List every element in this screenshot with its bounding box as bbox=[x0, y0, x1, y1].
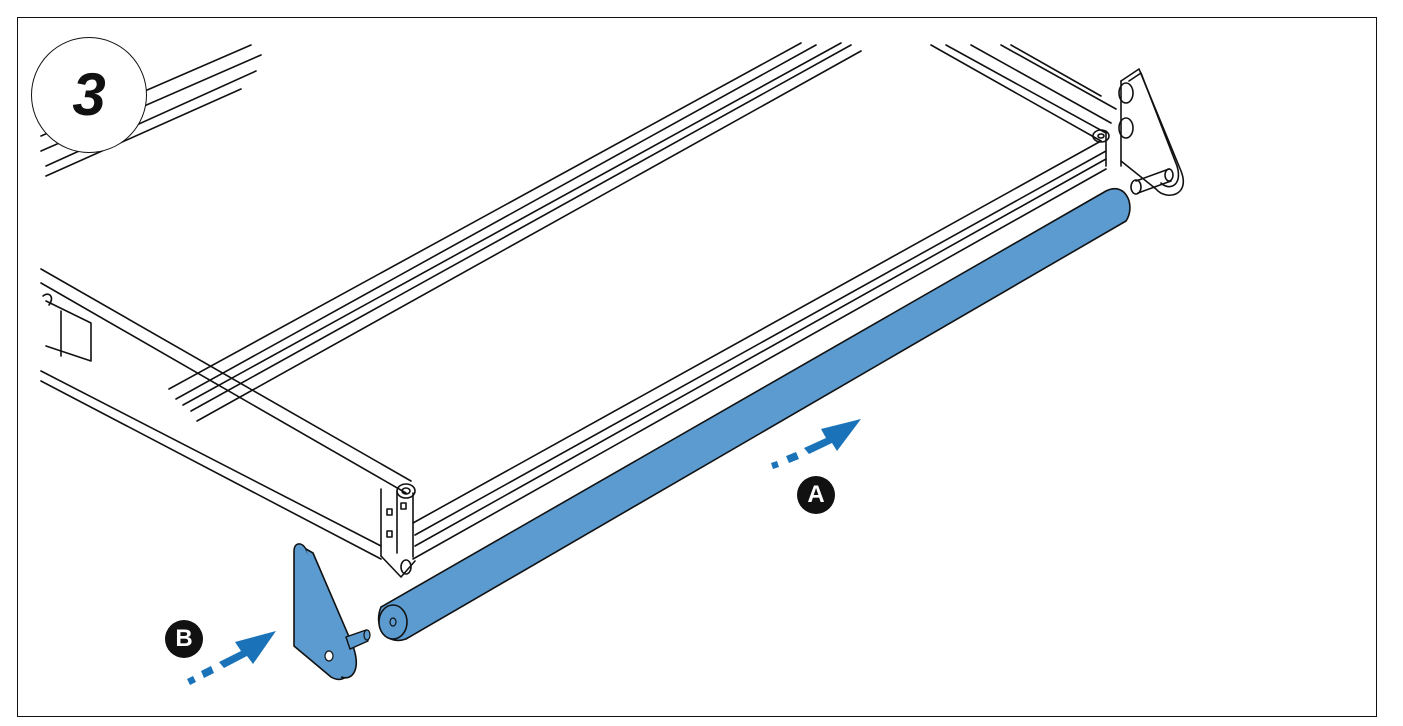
hanging-rod bbox=[377, 188, 1131, 642]
callout-a-label: A bbox=[797, 476, 835, 514]
callout-b-label: B bbox=[165, 620, 203, 658]
arrow-icon bbox=[771, 419, 861, 469]
rod-bracket bbox=[293, 543, 371, 681]
instruction-panel: 3 bbox=[17, 17, 1377, 717]
step-number-badge: 3 bbox=[31, 37, 147, 153]
drawer-frame bbox=[40, 42, 1184, 578]
assembly-illustration bbox=[40, 42, 1184, 685]
arrow-icon bbox=[187, 631, 276, 685]
